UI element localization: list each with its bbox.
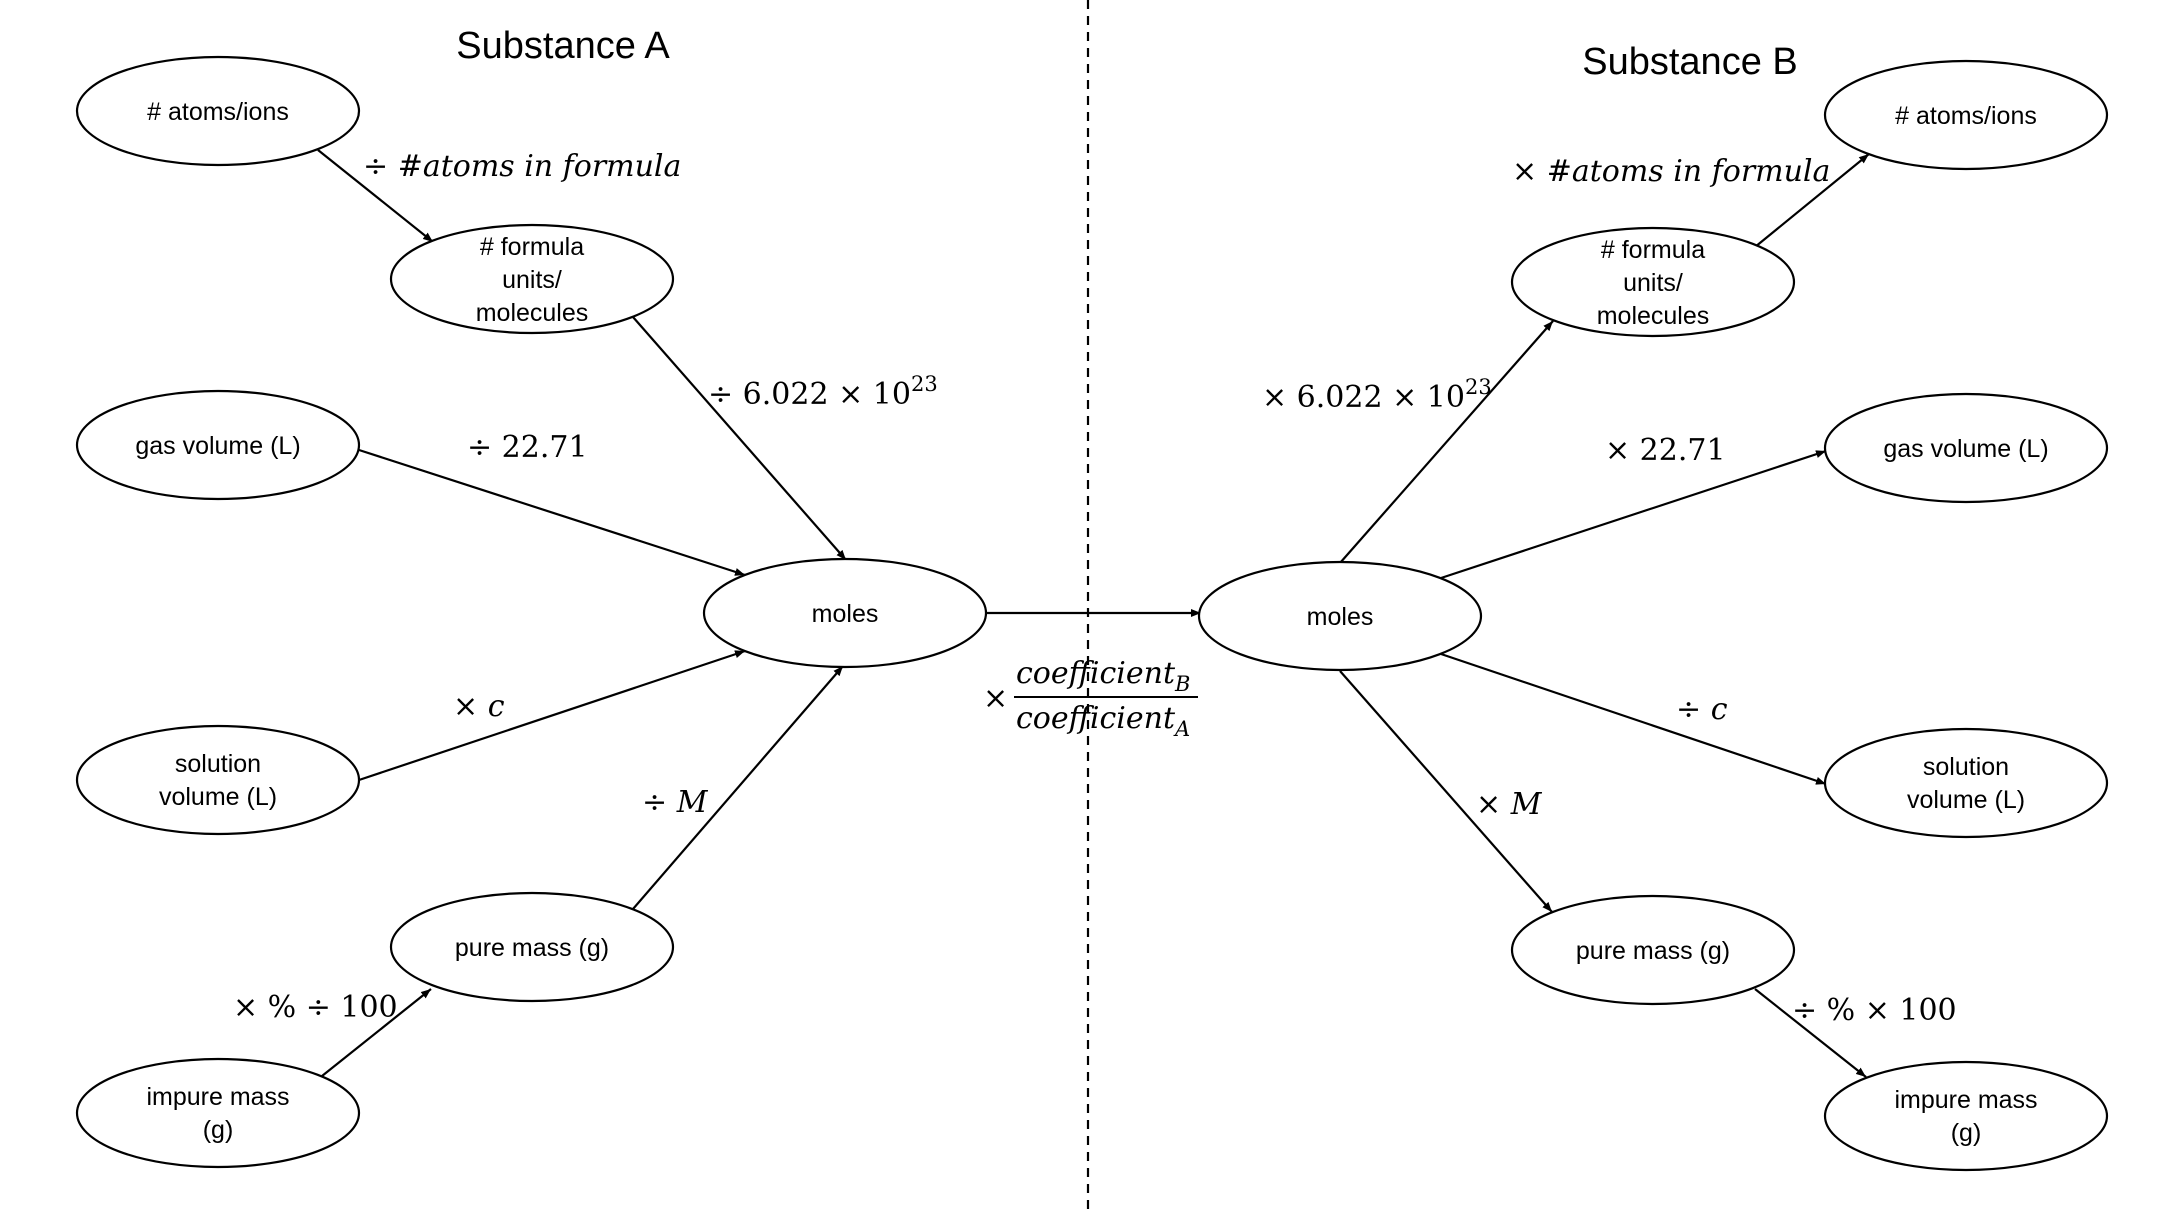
node-b-gas-volume: gas volume (L) — [1823, 392, 2109, 504]
svg-text:# atoms/ions: # atoms/ions — [1895, 102, 2037, 130]
node-a-formula-units: # formula units/ molecules — [389, 223, 675, 335]
node-a-moles: moles — [702, 557, 988, 669]
edge-b-formula-to-atoms — [1754, 153, 1870, 248]
svg-text:impure mass: impure mass — [146, 1083, 289, 1111]
label-divide-avogadro: ÷ 6.022 × 1023 — [708, 372, 938, 412]
edge-b-moles-to-pure — [1339, 670, 1553, 913]
svg-text:solution: solution — [175, 750, 261, 778]
label-times-concentration: × c — [453, 689, 505, 724]
label-divide-atoms-in-formula: ÷ #atoms in formula — [363, 149, 681, 184]
title-substance-b: Substance B — [1582, 41, 1797, 83]
svg-text:volume (L): volume (L) — [159, 783, 277, 811]
svg-text:moles: moles — [812, 600, 879, 628]
label-divide-concentration: ÷ c — [1676, 692, 1728, 727]
svg-text:gas volume (L): gas volume (L) — [1883, 435, 2048, 463]
label-divide-molar-volume: ÷ 22.71 — [467, 430, 588, 465]
edge-a-pure-to-moles — [632, 665, 844, 910]
svg-text:molecules: molecules — [1597, 302, 1710, 330]
node-a-pure-mass: pure mass (g) — [389, 891, 675, 1003]
node-b-solution-volume: solution volume (L) — [1823, 727, 2109, 839]
svg-text:# formula: # formula — [1601, 236, 1705, 264]
edge-b-moles-to-solution — [1440, 652, 1827, 786]
svg-text:coefficientB: coefficientB — [1016, 656, 1190, 696]
label-divide-percent-times-100: ÷ % × 100 — [1792, 993, 1957, 1028]
edge-a-impure-to-pure — [321, 988, 432, 1077]
label-times-molar-mass: × M — [1476, 787, 1543, 822]
node-a-solution-volume: solution volume (L) — [75, 724, 361, 836]
svg-text:solution: solution — [1923, 753, 2009, 781]
node-a-atoms-ions: # atoms/ions — [75, 55, 361, 167]
edge-b-moles-to-gas — [1440, 449, 1827, 580]
label-divide-molar-mass: ÷ M — [642, 785, 709, 820]
label-mole-ratio: × coefficientB coefficientA — [983, 656, 1198, 741]
label-times-avogadro: × 6.022 × 1023 — [1262, 375, 1492, 415]
node-b-atoms-ions: # atoms/ions — [1823, 59, 2109, 171]
svg-text:units/: units/ — [1623, 269, 1683, 297]
svg-text:# atoms/ions: # atoms/ions — [147, 98, 289, 126]
node-b-moles: moles — [1197, 560, 1483, 672]
svg-text:(g): (g) — [1951, 1119, 1982, 1147]
svg-text:moles: moles — [1307, 603, 1374, 631]
node-a-impure-mass: impure mass (g) — [75, 1057, 361, 1169]
svg-text:gas volume (L): gas volume (L) — [135, 432, 300, 460]
svg-text:pure mass (g): pure mass (g) — [1576, 937, 1730, 965]
svg-text:pure mass (g): pure mass (g) — [455, 934, 609, 962]
svg-text:volume (L): volume (L) — [1907, 786, 2025, 814]
node-a-gas-volume: gas volume (L) — [75, 389, 361, 501]
svg-text:×: × — [983, 681, 1008, 716]
svg-text:(g): (g) — [203, 1116, 234, 1144]
edge-a-formula-to-moles — [632, 316, 847, 561]
edge-b-moles-to-formula — [1339, 320, 1554, 564]
edge-a-gas-to-moles — [358, 448, 746, 577]
edge-b-pure-to-impure — [1754, 988, 1867, 1078]
title-substance-a: Substance A — [456, 25, 670, 67]
label-times-molar-volume: × 22.71 — [1605, 433, 1726, 468]
svg-text:coefficientA: coefficientA — [1016, 701, 1190, 741]
svg-text:units/: units/ — [502, 266, 562, 294]
svg-text:impure mass: impure mass — [1894, 1086, 2037, 1114]
edge-a-solution-to-moles — [358, 649, 746, 782]
node-b-impure-mass: impure mass (g) — [1823, 1060, 2109, 1172]
svg-text:# formula: # formula — [480, 233, 584, 261]
label-times-percent-divide-100: × % ÷ 100 — [233, 990, 398, 1025]
edge-a-atoms-to-formula — [317, 149, 434, 243]
node-b-pure-mass: pure mass (g) — [1510, 894, 1796, 1006]
label-times-atoms-in-formula: × #atoms in formula — [1512, 154, 1830, 189]
node-b-formula-units: # formula units/ molecules — [1510, 226, 1796, 338]
svg-text:molecules: molecules — [476, 299, 589, 327]
